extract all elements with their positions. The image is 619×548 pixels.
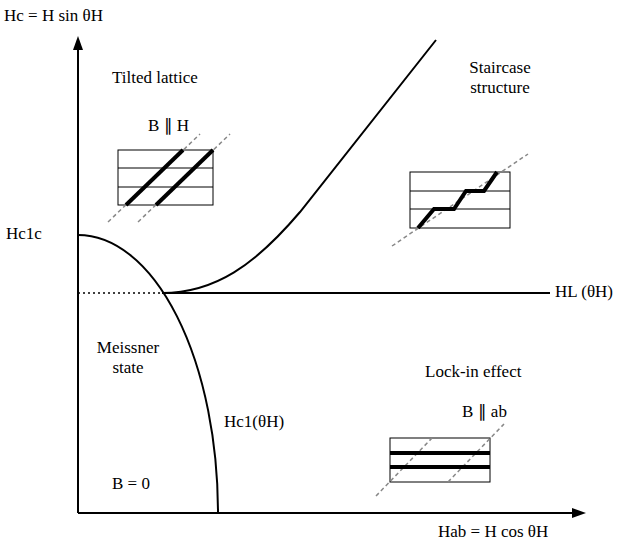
layer-line [410,191,510,192]
axis-value: Hc1c [6,224,42,244]
hl-line [162,292,550,294]
layer-box [118,150,213,205]
vortex-dashed [392,154,528,246]
curve-label: HL (θH) [555,282,613,302]
tilted-lattice-sketch [108,134,230,222]
y-axis-arrowhead [73,36,83,50]
hc1-curve [78,235,218,513]
hl-dotted-line [78,292,162,294]
region-label: Lock-in effect [425,362,521,382]
axis-label: Hab = H cos θH [438,522,548,542]
vortex-locked [390,465,490,469]
x-axis-arrowhead [572,508,586,518]
region-label: Staircase structure [452,58,548,99]
layer-line [410,209,510,210]
vortex-line [126,150,183,205]
x-axis [78,512,574,514]
region-label: Tilted lattice [112,68,198,88]
axis-label: Hc = H sin θH [4,6,103,26]
layer-line [118,187,213,188]
field-relation: B = 0 [112,474,150,494]
staircase-boundary [162,40,436,293]
lock-in-sketch [376,424,504,496]
staircase-sketch [392,154,528,246]
vortex-locked [390,451,490,455]
y-axis [77,48,79,513]
vortex-staircase [418,172,497,228]
field-relation: B ∥ H [148,116,189,136]
vortex-line [156,150,213,205]
layer-box [390,438,490,482]
field-relation: B ∥ ab [462,402,507,422]
region-label: Meissner state [88,338,168,379]
curve-label: Hc1(θH) [224,412,284,432]
layer-box [410,172,510,228]
